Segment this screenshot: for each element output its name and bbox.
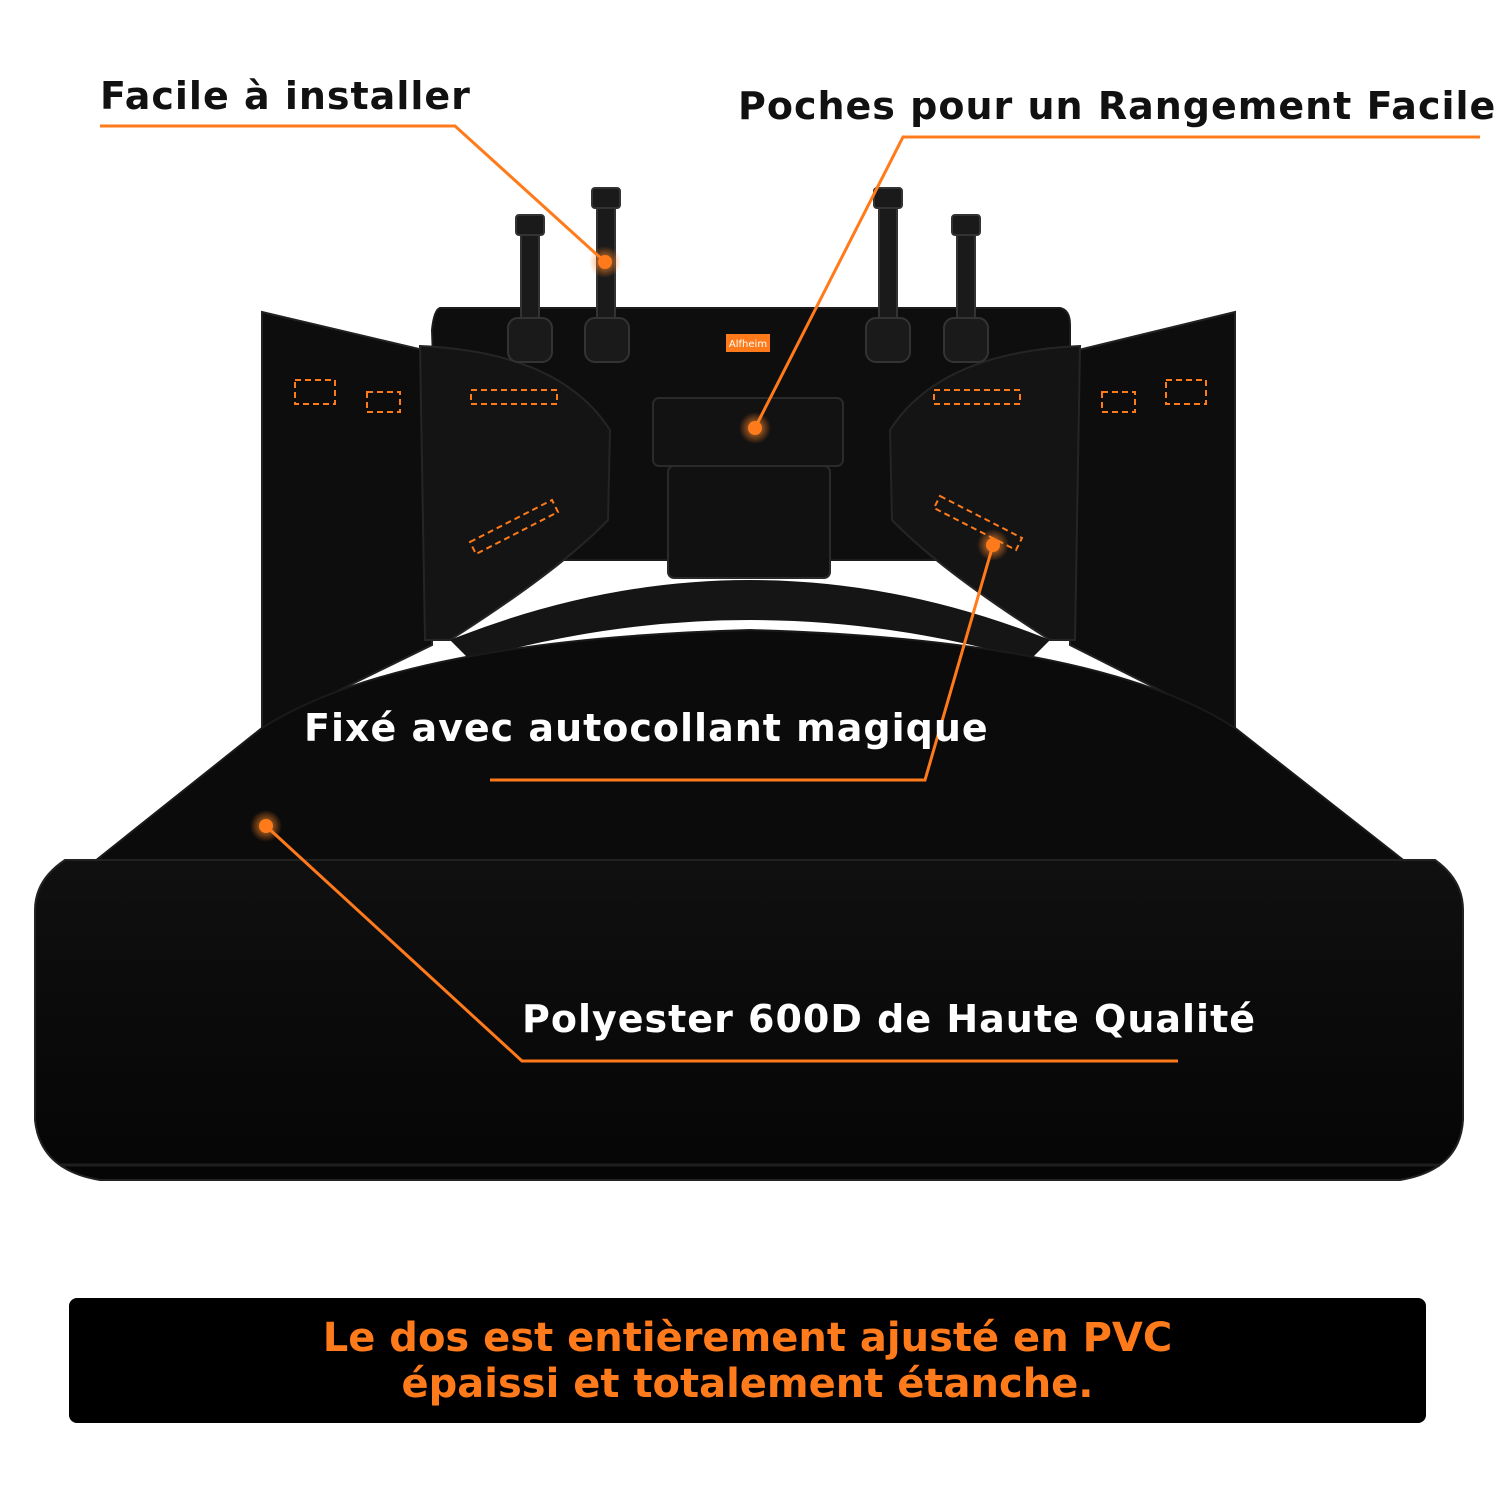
callout-material: Polyester 600D de Haute Qualité (522, 997, 1256, 1041)
leader-lines (100, 124, 1480, 1063)
callout-pockets: Poches pour un Rangement Facile (738, 84, 1497, 128)
callout-dots (250, 246, 1009, 842)
left-inner-flap (418, 344, 612, 641)
footer-line-2: épaissi et totalement étanche. (401, 1360, 1094, 1407)
right-inner-flap (888, 344, 1082, 641)
callout-install: Facile à installer (100, 74, 471, 118)
floor-top (62, 628, 1438, 886)
left-side-flap (261, 310, 433, 730)
footer-line-1: Le dos est entièrement ajusté en PVC (322, 1314, 1173, 1361)
brand-tag-text: Alfheim (729, 339, 767, 350)
right-side-flap (1069, 310, 1236, 730)
velcro-strips (294, 379, 1207, 556)
callout-velcro: Fixé avec autocollant magique (304, 706, 989, 750)
headrest-straps (507, 187, 989, 363)
brand-tag (726, 334, 770, 352)
storage-pocket (667, 465, 831, 579)
seat-back-base (450, 580, 1050, 660)
footer-banner: Le dos est entièrement ajusté en PVC épa… (69, 1298, 1426, 1423)
